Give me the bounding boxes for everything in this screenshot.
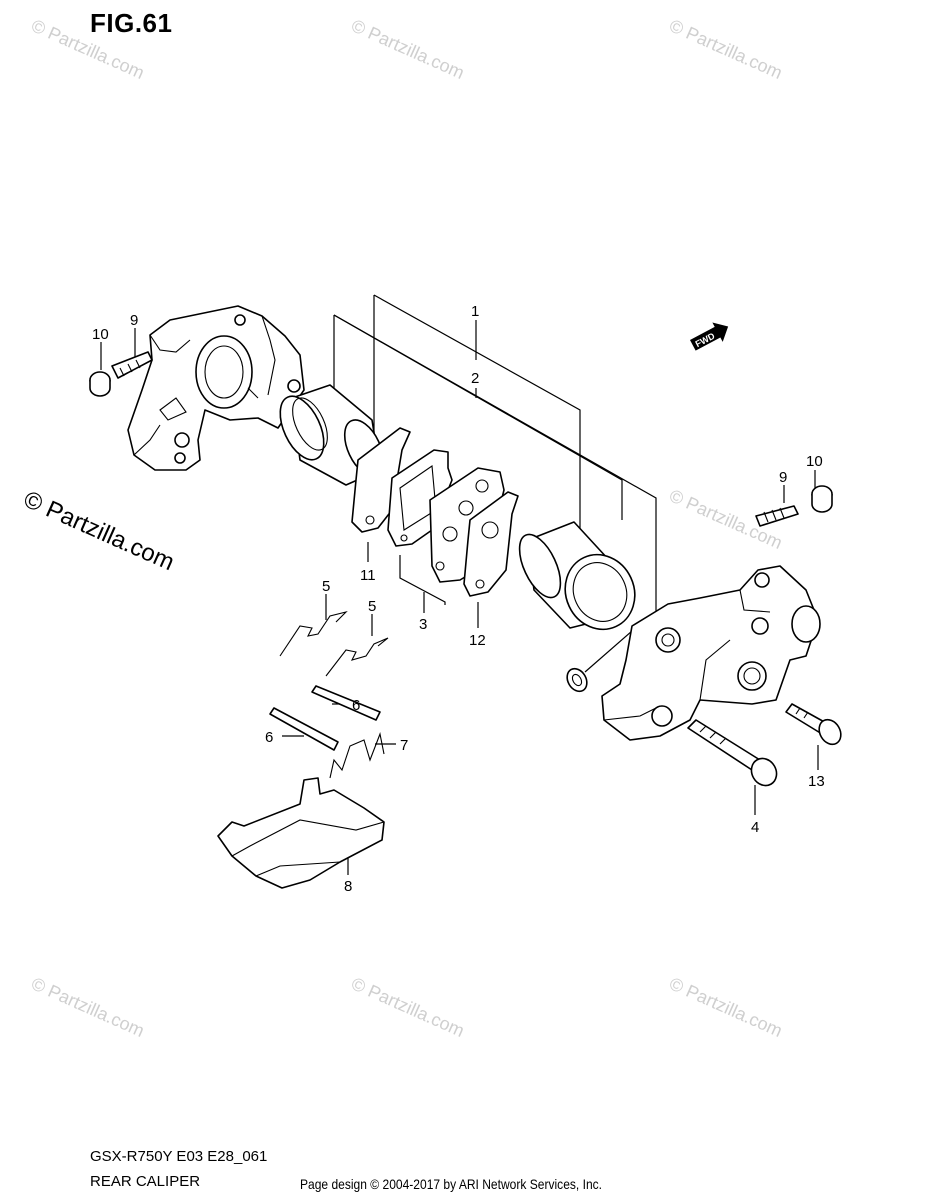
watermark-large: © Partzilla.com	[20, 486, 179, 576]
washer	[566, 667, 588, 693]
pad-spring-5a	[279, 610, 348, 657]
watermark: © Partzilla.com	[666, 973, 785, 1041]
callout-12: 12	[469, 632, 486, 649]
bleeder-cap-left	[89, 371, 111, 397]
callout-10: 10	[92, 326, 109, 343]
callout-labels: 1 2 3 4 5 5 6 6 7 8 9 9 10 10 11 12 13	[92, 303, 825, 895]
callout-6: 6	[265, 729, 273, 746]
watermark: © Partzilla.com	[28, 973, 147, 1041]
caliper-cover-8	[217, 777, 385, 889]
left-caliper-housing	[127, 305, 305, 471]
callout-5: 5	[322, 578, 330, 595]
pad-spring-clip-7	[329, 732, 385, 779]
callout-1: 1	[471, 303, 479, 320]
page-credit: Page design © 2004-2017 by ARI Network S…	[300, 1176, 603, 1192]
callout-8: 8	[344, 878, 352, 895]
callout-7: 7	[400, 737, 408, 754]
pad-shim-11	[351, 427, 411, 533]
caliper-bolt-13	[785, 703, 842, 746]
model-code: GSX-R750Y E03 E28_061	[90, 1148, 268, 1165]
caliper-bolt-4	[687, 719, 778, 787]
bleeder-cap-right	[811, 485, 833, 513]
callout-9: 9	[779, 469, 787, 486]
bleeder-screw-right	[755, 505, 799, 527]
callout-11: 11	[360, 567, 376, 584]
callout-3: 3	[419, 616, 427, 633]
pad-pin-6b	[269, 707, 339, 751]
right-caliper-housing	[601, 565, 821, 741]
callout-5: 5	[368, 598, 376, 615]
callout-6: 6	[352, 697, 360, 714]
pad-spring-5b	[325, 637, 389, 677]
shim-hole	[481, 521, 499, 539]
callout-4: 4	[751, 819, 759, 836]
watermark: © Partzilla.com	[348, 15, 467, 83]
watermark: © Partzilla.com	[348, 973, 467, 1041]
callout-10: 10	[806, 453, 823, 470]
callout-2: 2	[471, 370, 479, 387]
callout-9: 9	[130, 312, 138, 329]
pad-shim-12	[463, 491, 519, 597]
shim-hole	[475, 579, 485, 589]
watermark: © Partzilla.com	[666, 15, 785, 83]
bleeder-screw-left	[111, 351, 153, 379]
pad-pin-6a	[311, 685, 381, 721]
washer-hole	[571, 673, 583, 687]
figure-caption: REAR CALIPER	[90, 1173, 201, 1190]
right-piston	[518, 521, 636, 631]
figure-title: FIG.61	[90, 8, 173, 38]
callout-13: 13	[808, 773, 825, 790]
fwd-arrow-icon: FWD	[690, 322, 729, 351]
shim-hole	[365, 515, 375, 525]
